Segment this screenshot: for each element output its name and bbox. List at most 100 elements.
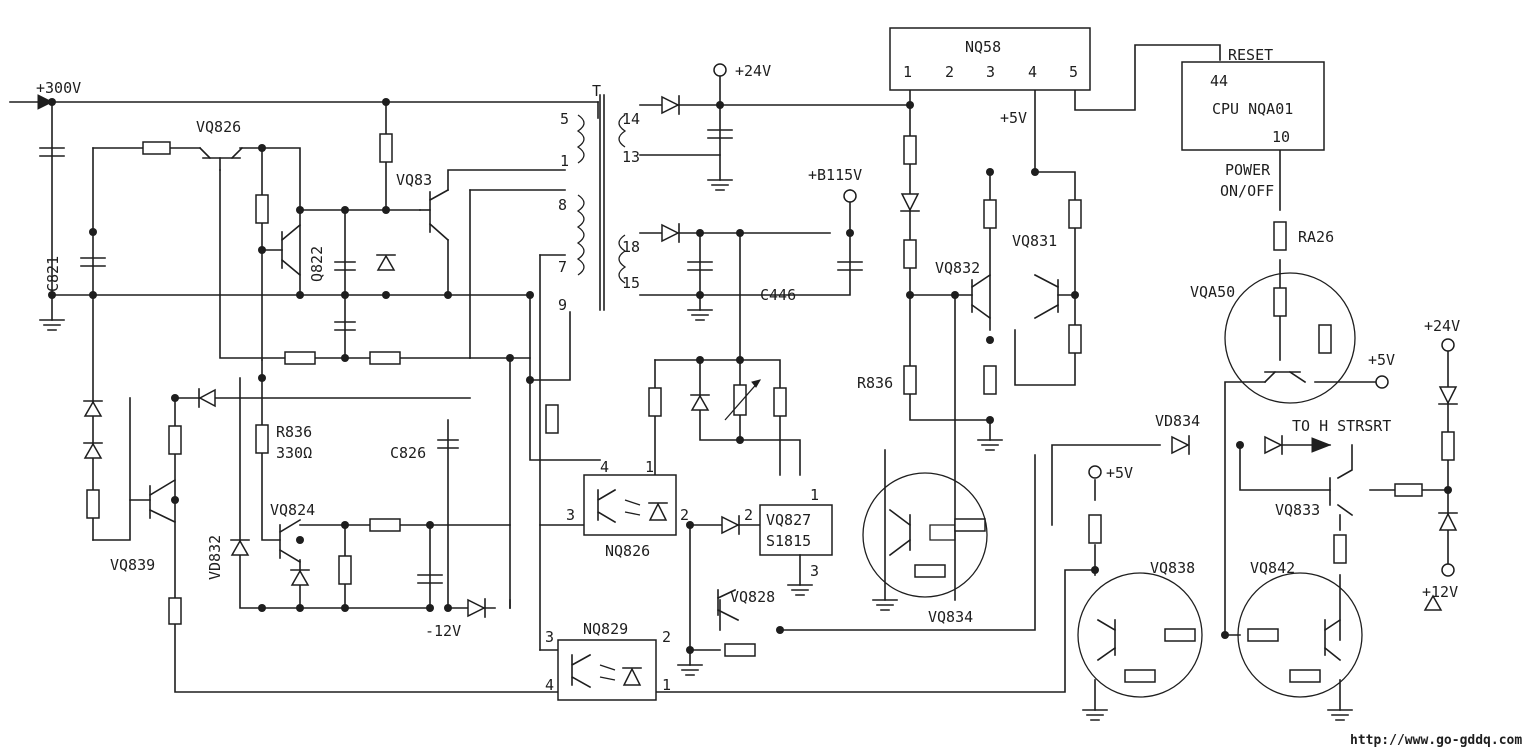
label-cpu-pin10: 10 (1272, 128, 1290, 146)
label-onoff: ON/OFF (1220, 182, 1274, 200)
pin-t5: 5 (560, 110, 569, 128)
pin-nq829-2: 2 (662, 628, 671, 646)
ground-symbols (39, 179, 1353, 721)
terminal-24v-top (713, 63, 727, 77)
transistor-assemblies (862, 272, 1363, 698)
label-vq827: VQ827 (766, 511, 811, 529)
pin-nq58-1: 1 (903, 63, 912, 81)
vq838-assembly (1077, 572, 1203, 698)
pin-nq826-1: 1 (645, 458, 654, 476)
label-nq58: NQ58 (965, 38, 1001, 56)
pin-nq826-2: 2 (680, 506, 689, 524)
label-nq826: NQ826 (605, 542, 650, 560)
pin-nq829-4: 4 (545, 676, 554, 694)
label-cpu-name: CPU NQA01 (1212, 100, 1293, 118)
label-300v: +300V (36, 79, 81, 97)
label-vq832-top: VQ832 (935, 259, 980, 277)
terminals (37, 63, 1455, 577)
arrow-300v-input (37, 94, 54, 110)
pin-nq58-3: 3 (986, 63, 995, 81)
label-nq829: NQ829 (583, 620, 628, 638)
pin-t13: 13 (622, 148, 640, 166)
pin-t14: 14 (622, 110, 640, 128)
nq58-block (889, 27, 1091, 91)
label-r836-top: R836 (857, 374, 893, 392)
label-q822: Q822 (308, 246, 326, 282)
label-vq838: VQ838 (1150, 559, 1195, 577)
label-to-h-start: TO H STRSRT (1292, 417, 1391, 435)
terminal-5v-mid (1088, 465, 1102, 479)
label-reset: RESET (1228, 46, 1273, 64)
diodes (83, 95, 1458, 618)
junction-dots (48, 98, 1452, 654)
terminal-5v-right (1375, 375, 1389, 389)
vq834-assembly (862, 472, 988, 598)
label-s1815: S1815 (766, 532, 811, 550)
nq829-block (557, 639, 657, 701)
terminal-b115v (843, 189, 857, 203)
label-vq834: VQ834 (928, 608, 973, 626)
label-c821: C821 (44, 256, 62, 292)
label-12v-right: +12V (1422, 583, 1458, 601)
label-5v-mid: +5V (1106, 464, 1133, 482)
pin-nq826-3: 3 (566, 506, 575, 524)
label-cpu-pin44: 44 (1210, 72, 1228, 90)
pin-nq826-4: 4 (600, 458, 609, 476)
wiring (9, 44, 1449, 711)
pin-vq827-1: 1 (810, 486, 819, 504)
pin-numbers: 5 1 8 7 9 14 13 18 15 1 2 3 4 5 4 1 3 2 … (545, 63, 1078, 694)
label-r836-left: R836 (276, 423, 312, 441)
label-b115v: +B115V (808, 166, 862, 184)
pin-t7: 7 (558, 258, 567, 276)
label-vd834: VD834 (1155, 412, 1200, 430)
pin-t15: 15 (622, 274, 640, 292)
cpu-block (1181, 61, 1325, 151)
transformer (576, 94, 627, 311)
label-vq826: VQ826 (196, 118, 241, 136)
label-transformer: T (592, 82, 601, 100)
pin-vq827-3: 3 (810, 562, 819, 580)
pin-nq58-4: 4 (1028, 63, 1037, 81)
nq826-block (583, 474, 677, 536)
label-c826: C826 (390, 444, 426, 462)
vq827-block (759, 504, 833, 556)
pin-nq58-5: 5 (1069, 63, 1078, 81)
terminal-12v-right (1441, 563, 1455, 577)
label-vq824: VQ824 (270, 501, 315, 519)
pin-nq58-2: 2 (945, 63, 954, 81)
label-vq842: VQ842 (1250, 559, 1295, 577)
pin-t18: 18 (622, 238, 640, 256)
label-vq831: VQ831 (1012, 232, 1057, 250)
ic-blocks (557, 27, 1325, 701)
label-5v-top: +5V (1000, 109, 1027, 127)
vq842-assembly (1237, 572, 1363, 698)
label-vq83: VQ83 (396, 171, 432, 189)
arrow-to-h-start (1311, 437, 1332, 453)
label-r330: 330Ω (276, 444, 312, 462)
label-12v-neg: -12V (425, 622, 461, 640)
resistors (86, 133, 1455, 683)
label-power: POWER (1225, 161, 1271, 179)
label-vq828: VQ828 (730, 588, 775, 606)
label-24v-right: +24V (1424, 317, 1460, 335)
transistors (148, 146, 1354, 662)
label-5v-right: +5V (1368, 351, 1395, 369)
pin-vq827-2: 2 (744, 506, 753, 524)
label-ra26: RA26 (1298, 228, 1334, 246)
label-vq833: VQ833 (1275, 501, 1320, 519)
pin-nq829-3: 3 (545, 628, 554, 646)
label-c446: C446 (760, 286, 796, 304)
vqa50-assembly (1224, 272, 1356, 404)
pin-nq829-1: 1 (662, 676, 671, 694)
label-vqa50: VQA50 (1190, 283, 1235, 301)
label-24v-top: +24V (735, 62, 771, 80)
terminal-24v-right (1441, 338, 1455, 352)
watermark-url: http://www.go-gddq.com (1350, 733, 1522, 748)
label-vq839: VQ839 (110, 556, 155, 574)
capacitors (39, 129, 863, 584)
pin-t8: 8 (558, 196, 567, 214)
label-vd832: VD832 (206, 535, 224, 580)
pin-t9: 9 (558, 296, 567, 314)
pin-t1: 1 (560, 152, 569, 170)
